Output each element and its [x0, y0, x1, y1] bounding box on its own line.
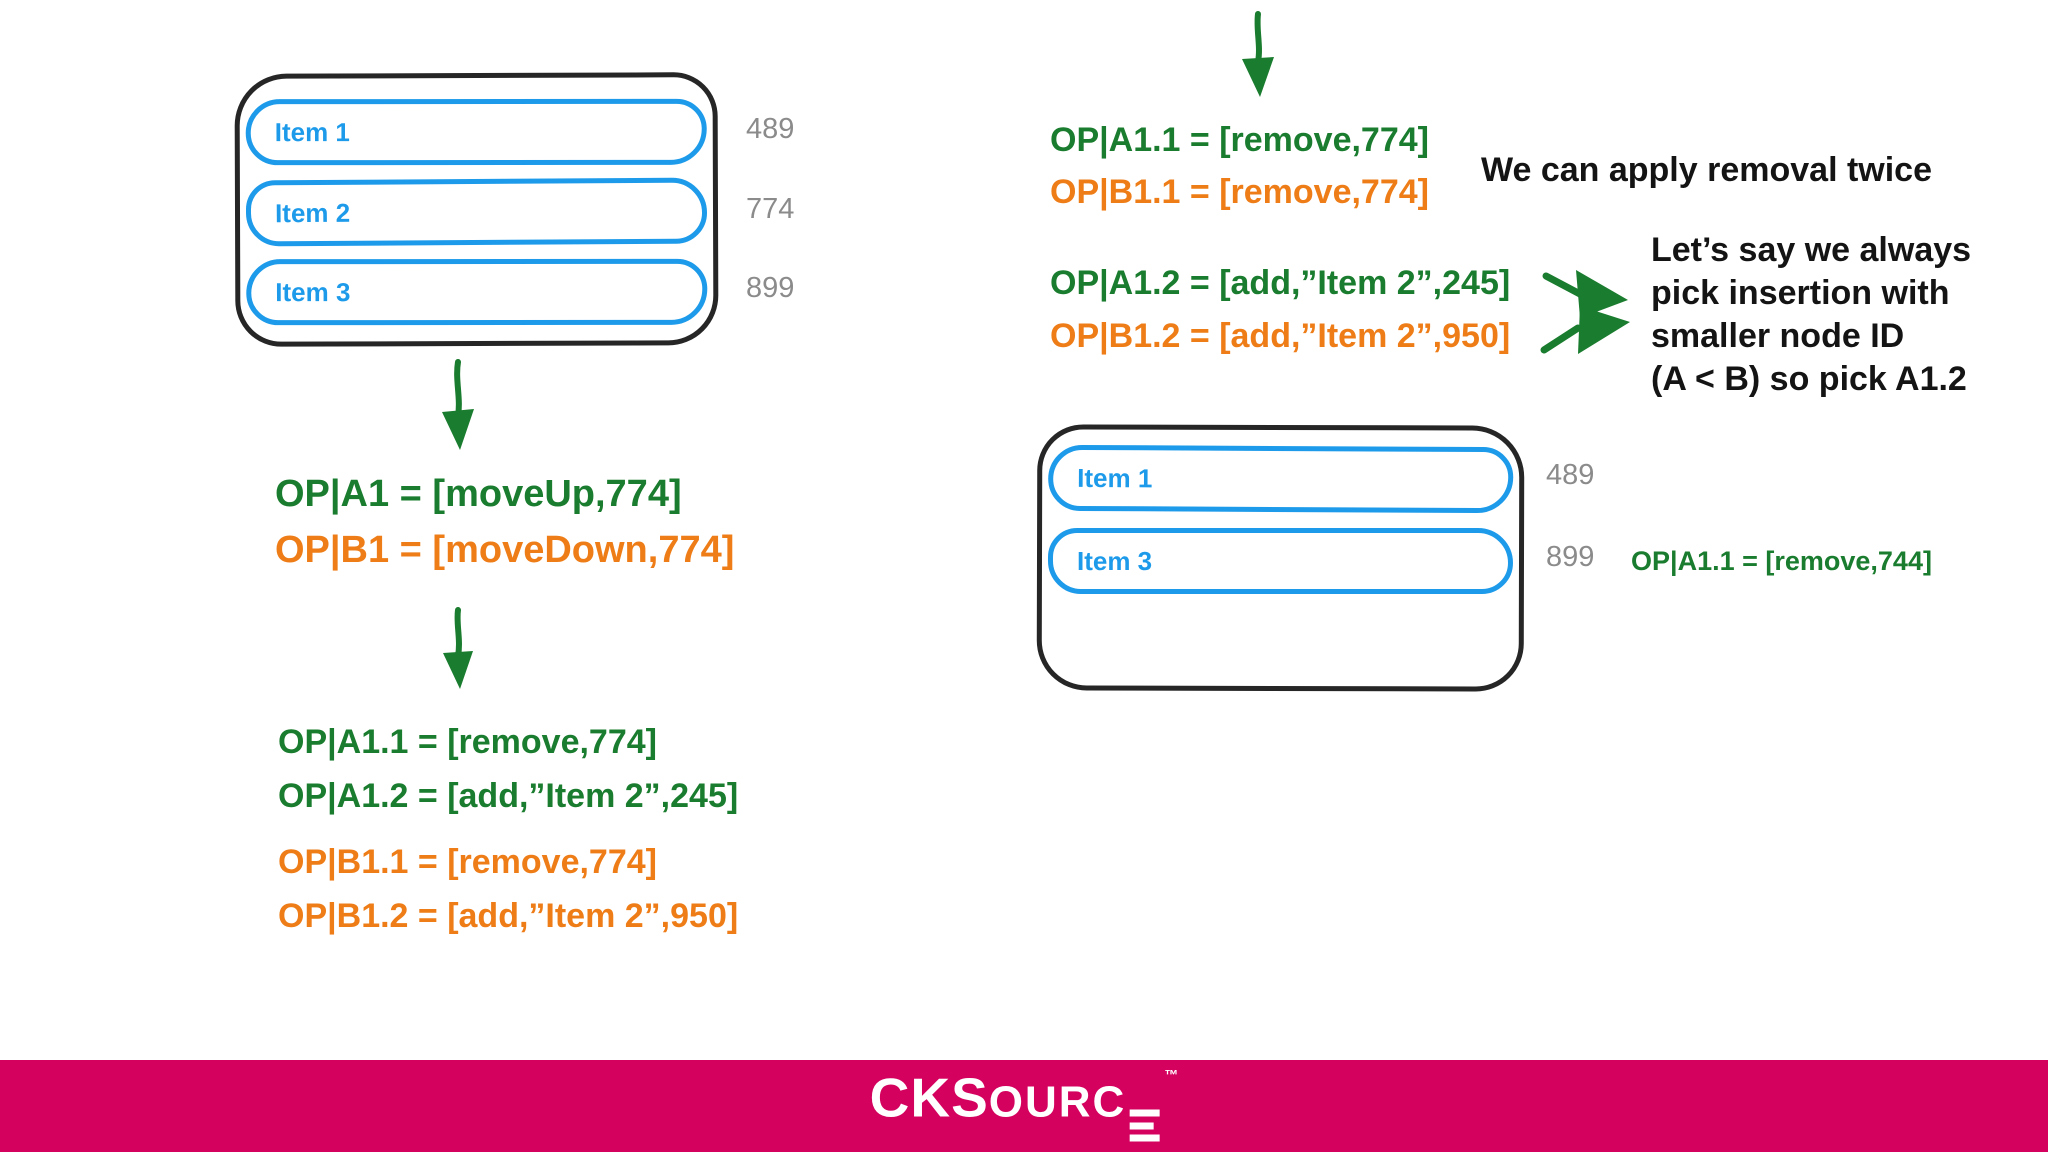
node-id: 899	[746, 272, 795, 304]
op-a1-text: OP|A1 = [moveUp,774]	[275, 473, 682, 515]
list-item-label: Item 1	[1077, 462, 1153, 493]
op-b1-1-text: OP|B1.1 = [remove,774]	[278, 843, 657, 881]
insertion-note-text: Let’s say we always pick insertion with …	[1651, 229, 1971, 401]
node-id: 774	[746, 193, 795, 225]
list-item: Item 1	[1048, 444, 1514, 514]
result-list-box: Item 1 Item 3	[1036, 424, 1525, 692]
node-id: 899	[1546, 541, 1595, 573]
op-a1-2-right-text: OP|A1.2 = [add,”Item 2”,245]	[1050, 264, 1511, 302]
logo-trademark: ™	[1164, 1066, 1179, 1083]
list-item-label: Item 3	[275, 276, 351, 307]
logo-e-bars-icon	[1129, 1109, 1160, 1142]
logo-text-secondary: OURC	[988, 1077, 1127, 1127]
pick-arrows-icon	[1540, 270, 1630, 354]
op-b1-2-text: OP|B1.2 = [add,”Item 2”,950]	[278, 897, 739, 935]
op-a1-1-right-text: OP|A1.1 = [remove,774]	[1050, 121, 1429, 159]
flow-arrow-down-icon	[443, 607, 473, 689]
op-b1-text: OP|B1 = [moveDown,774]	[275, 529, 735, 571]
insertion-note-line: (A < B) so pick A1.2	[1651, 360, 1967, 398]
node-id: 489	[746, 113, 795, 145]
footer-banner: CKS OURC ™	[0, 1060, 2048, 1152]
node-id: 489	[1546, 459, 1595, 491]
op-a1-2-text: OP|A1.2 = [add,”Item 2”,245]	[278, 777, 739, 815]
list-item-label: Item 3	[1076, 545, 1153, 576]
insertion-note-line: pick insertion with	[1651, 274, 1950, 312]
initial-list-box: Item 1 Item 2 Item 3	[234, 72, 719, 347]
logo-text-main: CKS	[869, 1066, 989, 1129]
list-item: Item 2	[245, 177, 708, 247]
logo-e-bar	[1129, 1109, 1160, 1117]
op-a1-1-text: OP|A1.1 = [remove,774]	[278, 723, 657, 761]
list-item: Item 3	[1047, 528, 1513, 594]
insertion-note-line: smaller node ID	[1651, 317, 1905, 355]
op-b1-1-right-text: OP|B1.1 = [remove,774]	[1050, 173, 1429, 211]
op-b1-2-right-text: OP|B1.2 = [add,”Item 2”,950]	[1050, 317, 1511, 355]
flow-arrow-down-icon	[442, 359, 474, 450]
result-op-text: OP|A1.1 = [remove,744]	[1631, 546, 1932, 576]
list-item-label: Item 2	[274, 197, 351, 228]
logo-e-bar	[1129, 1122, 1154, 1129]
logo-e-bar	[1129, 1134, 1160, 1142]
list-item-label: Item 1	[274, 116, 350, 147]
list-item: Item 1	[245, 98, 707, 166]
removal-note-text: We can apply removal twice	[1481, 151, 1932, 189]
flow-arrow-down-icon	[1242, 11, 1274, 97]
cksource-logo: CKS OURC ™	[869, 1066, 1178, 1142]
insertion-note-line: Let’s say we always	[1651, 231, 1972, 269]
list-item: Item 3	[246, 258, 708, 326]
